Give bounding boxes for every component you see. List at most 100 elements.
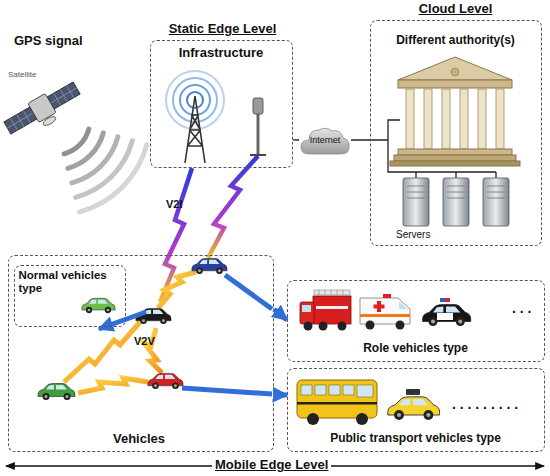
vehicle-cars bbox=[148, 373, 183, 389]
authority-building bbox=[442, 89, 450, 149]
vehicles-box: Vehicles Normal vehicles type bbox=[8, 255, 274, 452]
ellipsis: . . . bbox=[512, 300, 531, 316]
authority-building bbox=[496, 89, 504, 149]
ambulance bbox=[383, 294, 391, 298]
ambulance bbox=[399, 301, 407, 309]
fire-truck bbox=[304, 322, 313, 331]
school-bus bbox=[357, 385, 373, 397]
vehicle-arrow bbox=[182, 388, 272, 394]
authority-building bbox=[398, 80, 512, 88]
type-arrow bbox=[274, 392, 287, 397]
fire-truck bbox=[319, 290, 343, 295]
v2i-link bbox=[160, 156, 258, 302]
police-car bbox=[423, 298, 471, 326]
v2v-link bbox=[144, 328, 162, 373]
authority-building bbox=[478, 89, 486, 149]
v2i-link bbox=[208, 156, 258, 258]
ambulance bbox=[366, 321, 375, 330]
antenna bbox=[250, 154, 266, 156]
box-heading: Vehicles bbox=[89, 432, 189, 447]
gps-waves bbox=[68, 133, 103, 168]
antenna bbox=[253, 98, 263, 114]
police-car bbox=[440, 298, 450, 302]
level-heading: Static Edge Level bbox=[151, 22, 294, 37]
authority-building bbox=[406, 89, 414, 149]
school-bus bbox=[343, 385, 354, 395]
taxi bbox=[388, 389, 440, 420]
ambulance bbox=[360, 298, 410, 324]
cloud-level-box: Cloud LevelDifferent authority(s) bbox=[370, 20, 542, 246]
server-racks bbox=[483, 178, 509, 226]
v2v-link bbox=[64, 322, 140, 382]
authority-building bbox=[398, 149, 512, 155]
box-heading: Role vehicles type bbox=[288, 342, 543, 356]
internet-cloud: Internet bbox=[299, 124, 351, 158]
server-racks bbox=[403, 178, 429, 226]
authority-building bbox=[398, 57, 512, 80]
box-heading: Normal vehicles type bbox=[19, 269, 123, 295]
v2v-link bbox=[158, 272, 196, 308]
authority-building bbox=[460, 89, 468, 149]
role-vehicles-box: Role vehicles type bbox=[287, 280, 545, 362]
radio-tower bbox=[185, 96, 205, 163]
antenna bbox=[257, 112, 260, 155]
fire-truck bbox=[300, 302, 314, 324]
ambulance bbox=[360, 294, 410, 330]
box-heading: Different authority(s) bbox=[371, 34, 540, 48]
antenna bbox=[250, 98, 266, 155]
authority-building bbox=[390, 57, 520, 166]
gps-waves bbox=[64, 129, 147, 212]
ambulance bbox=[396, 321, 405, 330]
police-car bbox=[423, 305, 471, 326]
authority-building bbox=[406, 89, 504, 149]
gps-waves bbox=[80, 145, 147, 212]
school-bus bbox=[297, 380, 377, 425]
level-heading: Cloud Level bbox=[371, 2, 540, 17]
school-bus bbox=[315, 385, 326, 395]
v2v-link bbox=[64, 272, 196, 393]
school-bus bbox=[301, 385, 373, 397]
v2v-link bbox=[78, 378, 148, 393]
fire-truck bbox=[338, 322, 347, 331]
taxi bbox=[406, 389, 420, 395]
satellite-label: Satellite bbox=[8, 70, 36, 79]
servers-label: Servers bbox=[396, 229, 430, 241]
network-link bbox=[351, 139, 370, 140]
school-bus bbox=[307, 413, 319, 425]
level-heading: Mobile Edge Level bbox=[212, 458, 331, 473]
fire-truck bbox=[313, 296, 351, 324]
authority-building bbox=[451, 68, 459, 76]
ambulance bbox=[374, 305, 385, 309]
fire-truck bbox=[319, 322, 328, 331]
school-bus bbox=[356, 413, 368, 425]
authority-building bbox=[394, 155, 516, 161]
static-edge-box: Static Edge LevelInfrastructure bbox=[150, 40, 293, 168]
normal-vehicles-box: Normal vehicles type bbox=[14, 265, 126, 327]
gps-label: GPS signal bbox=[14, 34, 83, 49]
box-heading: Public transport vehicles type bbox=[288, 432, 543, 446]
police-car bbox=[445, 298, 450, 302]
school-bus bbox=[297, 380, 377, 418]
gps-waves bbox=[64, 129, 89, 154]
school-bus bbox=[297, 402, 377, 405]
authority-building bbox=[390, 161, 520, 166]
fire-truck bbox=[316, 306, 348, 309]
fire-truck bbox=[300, 290, 351, 331]
school-bus bbox=[329, 385, 340, 395]
box-heading: Infrastructure bbox=[151, 46, 291, 61]
type-arrow bbox=[274, 309, 287, 320]
radio-tower bbox=[166, 71, 224, 163]
school-bus bbox=[301, 385, 312, 395]
v2i-link bbox=[160, 168, 192, 302]
server-racks bbox=[443, 178, 469, 226]
satellite-icon bbox=[42, 115, 57, 127]
fire-truck bbox=[314, 290, 350, 295]
vehicle-cars bbox=[38, 384, 75, 401]
fire-truck bbox=[302, 305, 311, 312]
ambulance bbox=[360, 314, 410, 317]
cloud-label: Internet bbox=[299, 135, 351, 145]
server-racks bbox=[403, 178, 509, 226]
satellite-icon bbox=[2, 78, 86, 143]
